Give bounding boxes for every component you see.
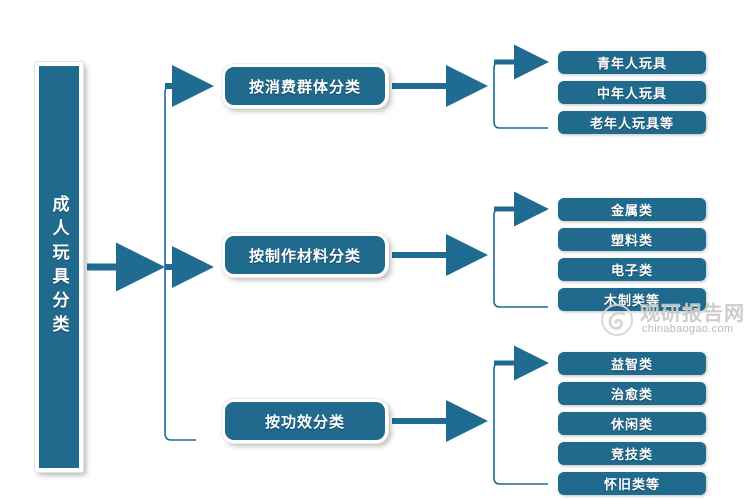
leaf-node-label: 金属类 <box>610 203 653 218</box>
watermark-url: chinabaogao.com <box>642 323 734 335</box>
connector-branch-1-to-leaves <box>392 44 549 129</box>
branch-node-consumer-group[interactable]: 按消费群体分类 <box>222 64 388 108</box>
branch-node-label: 按功效分类 <box>264 414 345 431</box>
connector-branch-3-to-leaves <box>392 345 549 485</box>
leaf-node-label: 休闲类 <box>610 417 653 432</box>
leaf-node-elderly-toys[interactable]: 老年人玩具等 <box>558 111 706 134</box>
leaf-node-label: 木制类等 <box>603 293 660 308</box>
leaf-node-label: 益智类 <box>610 357 653 372</box>
leaf-node-label: 老年人玩具等 <box>589 116 674 131</box>
leaf-node-label: 中年人玩具 <box>596 86 667 101</box>
leaf-node-electronic[interactable]: 电子类 <box>558 258 706 281</box>
root-node-label: 成人玩具分类 <box>49 195 69 339</box>
leaf-node-label: 治愈类 <box>610 387 653 402</box>
connector-left-spine <box>164 85 196 441</box>
leaf-node-label: 竞技类 <box>610 447 653 462</box>
leaf-node-label: 塑料类 <box>610 233 653 248</box>
leaf-node-plastic[interactable]: 塑料类 <box>558 228 706 251</box>
leaf-node-label: 电子类 <box>610 263 653 278</box>
branch-node-label: 按制作材料分类 <box>248 248 361 265</box>
root-node[interactable]: 成人玩具分类 <box>35 62 83 472</box>
branch-node-label: 按消费群体分类 <box>248 79 361 96</box>
leaf-node-wooden[interactable]: 木制类等 <box>558 288 706 311</box>
leaf-node-label: 怀旧类等 <box>603 477 660 492</box>
branch-node-function[interactable]: 按功效分类 <box>222 399 388 443</box>
leaf-node-label: 青年人玩具 <box>596 56 667 71</box>
leaf-node-healing[interactable]: 治愈类 <box>558 382 706 405</box>
leaf-node-leisure[interactable]: 休闲类 <box>558 412 706 435</box>
leaf-node-youth-toys[interactable]: 青年人玩具 <box>558 51 706 74</box>
connector-branch-2-to-leaves <box>392 191 549 308</box>
leaf-node-middleage-toys[interactable]: 中年人玩具 <box>558 81 706 104</box>
leaf-node-competitive[interactable]: 竞技类 <box>558 442 706 465</box>
leaf-node-metal[interactable]: 金属类 <box>558 198 706 221</box>
leaf-node-nostalgic[interactable]: 怀旧类等 <box>558 472 706 495</box>
leaf-node-educational[interactable]: 益智类 <box>558 352 706 375</box>
branch-node-material[interactable]: 按制作材料分类 <box>222 233 388 277</box>
